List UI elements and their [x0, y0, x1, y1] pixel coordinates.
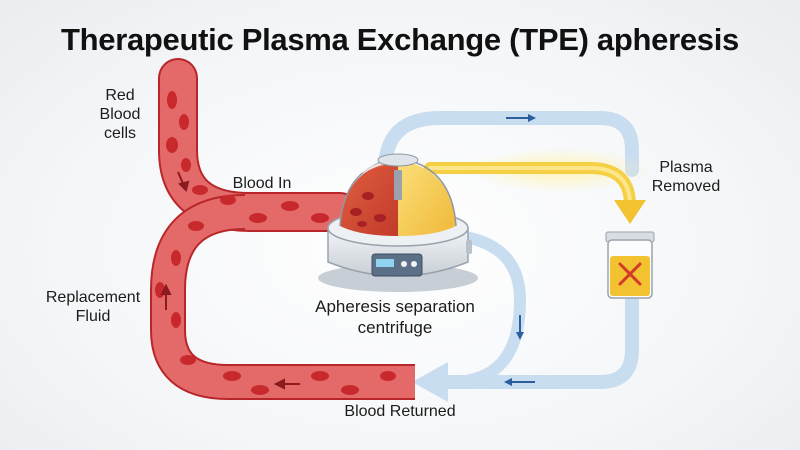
return-circuit	[378, 111, 639, 402]
plasma-arrowhead-icon	[614, 200, 646, 224]
red-blood-cells	[155, 91, 396, 395]
separated-cells	[350, 192, 386, 227]
centrifuge	[318, 153, 478, 292]
return-arrowhead-icon	[412, 362, 448, 402]
return-flow-arrows-icon	[504, 114, 536, 386]
plasma-line	[424, 148, 650, 224]
blood-returned-label: Blood Returned	[344, 403, 456, 420]
plasma-removed-label: Plasma Removed	[651, 159, 721, 195]
replacement-fluid-label: Replacement Fluid	[45, 289, 141, 325]
plasma-collection-bag	[605, 231, 655, 299]
blood-flow-arrows-icon	[160, 171, 300, 390]
discard-x-icon	[618, 262, 642, 286]
diagram-title: Therapeutic Plasma Exchange (TPE) aphere…	[61, 22, 739, 57]
centrifuge-label: Apheresis separation centrifuge	[315, 297, 475, 337]
blood-in-label: Blood In	[232, 175, 292, 192]
red-blood-cells-label: Red Blood cells	[99, 87, 141, 142]
blood-circuit	[150, 58, 415, 400]
